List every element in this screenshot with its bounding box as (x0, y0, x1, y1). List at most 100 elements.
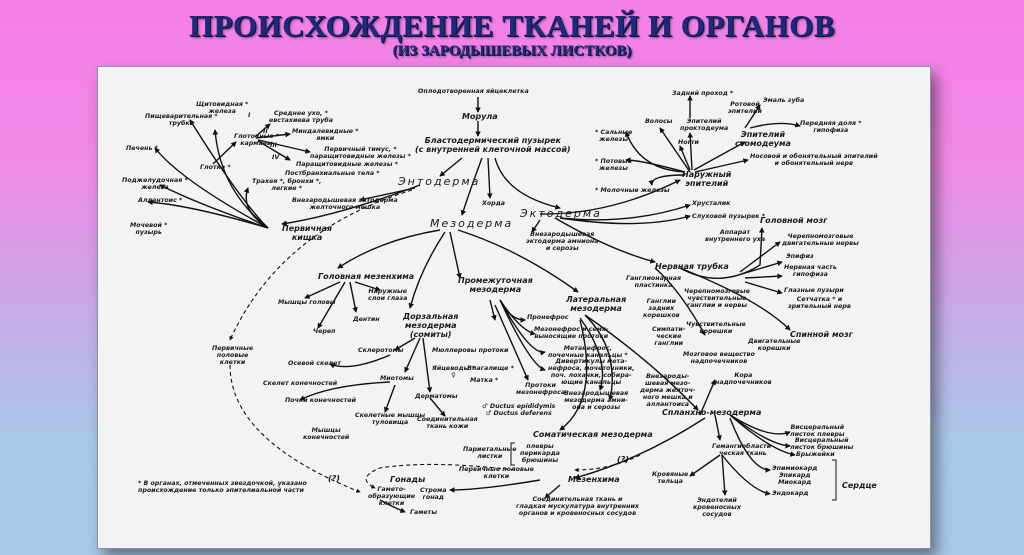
label-dermis: Соединительная ткань кожи (417, 416, 478, 430)
label-metanephros: Метанефрос, почечные канальцы * (548, 345, 628, 359)
label-limb-skeleton: Скелет конечностей (263, 380, 338, 387)
slide-subtitle: (ИЗ ЗАРОДЫШЕВЫХ ЛИСТКОВ) (392, 43, 632, 59)
label-primitive-gut: Первичная кишка (282, 224, 333, 242)
label-adrenal-medulla: Мозговое вещество надпочечников (683, 351, 755, 365)
label-motor-roots: Двигательные корешки (748, 338, 801, 352)
label-mesenchyme: Мезенхима (568, 475, 620, 484)
label-fertilized-egg: Оплодотворенная яйцеклетка (418, 88, 529, 95)
label-posterior-pituitary: Нервная часть гипофиза (784, 264, 837, 278)
label-uterus: Матка * (470, 377, 499, 384)
label-postbranchial: Постбранхиальные тела * (285, 170, 380, 177)
label-visceral-peritoneum: Висцеральный листок брюшины (790, 437, 854, 451)
label-limb-muscles: Мышцы конечностей (303, 427, 350, 441)
label-somatic-mesoderm: Соматическая мезодерма (533, 430, 653, 439)
label-amnion-mesoderm: Внезародышевая мезодерма амни- она и сер… (564, 390, 629, 411)
label-gametes: Гаметы (410, 509, 438, 516)
label-dentin: Дентин (353, 316, 380, 323)
label-sympathetic-ganglia: Симпати- ческие ганглии (652, 326, 686, 347)
label-heart: Сердце (842, 481, 877, 490)
slide-title: ПРОИСХОЖДЕНИЕ ТКАНЕЙ И ОРГАНОВ (189, 8, 835, 43)
label-adrenal-cortex: Кора надпочечников (715, 372, 772, 386)
label-sensory-roots: Чувствительные корешки (686, 321, 746, 335)
label-parietal-layers: Париетальные листки (463, 446, 517, 460)
label-olfactory: Носовой и обонятельный эпителий и обонят… (750, 153, 878, 167)
pouch-numeral-1: I (248, 112, 251, 119)
label-yolk-sac-mesoderm: Внезароды- шевая мезо- дерма желточ- ног… (640, 373, 696, 408)
label-gonad-stroma: Строма гонад (420, 487, 447, 501)
label-lens: Хрусталик (692, 200, 731, 207)
label-mesonephros: Мезонефрос и семя- выносящие протоки (534, 326, 609, 340)
label-morula: Морула (462, 112, 498, 121)
label-pancreas: Поджелудочная * железа (122, 177, 188, 191)
label-bladder: Мочевой * пузырь (130, 222, 168, 236)
label-allantois: Аллантоис * (138, 197, 183, 204)
label-parathyroid: Паращитовидные железы * (296, 161, 398, 168)
label-neural-tube: Нервная трубка (655, 262, 729, 271)
pouch-numeral-4: IV (272, 154, 280, 161)
label-hair: Волосы (645, 118, 673, 125)
label-mesoderm: Мезодерма (430, 217, 514, 230)
label-oral-epithelium: Ротовой эпителий (728, 101, 762, 115)
label-sclerotomes: Склеротомы (358, 347, 404, 354)
label-thyroid: Щитовидная * железа (196, 101, 249, 115)
label-connective-tissue: Соединительная ткань и гладкая мускулату… (516, 496, 639, 517)
label-myotomes: Миотомы (380, 375, 414, 382)
label-thymus: Первичный тимус, * паращитовидные железы… (310, 146, 411, 160)
label-digestive-tube: Пищеварительная * трубка (145, 113, 218, 127)
label-stomodeum: Эпителий стомодеума (735, 130, 791, 148)
label-oviducts: Яйцеводы * ♀ (432, 365, 475, 379)
label-tonsils: Миндалевидные * ямки (292, 128, 359, 142)
label-ductus: ♂ Ductus epididymis ♂ Ductus deferens (482, 403, 556, 417)
label-cranial-motor-nerves: Черепномозговые двигательные нервы (782, 233, 859, 247)
label-mesenteries: Брыжейки (796, 451, 835, 458)
label-question-1: (?) (617, 455, 629, 464)
label-proctodeum: Эпителий проктодеума (680, 118, 729, 132)
label-lateral-mesoderm: Латеральная мезодерма (566, 295, 627, 313)
label-epimyocardium: Эпимиокард Эпикард Миокард (772, 465, 818, 486)
label-ectoderm: Эктодерма (520, 207, 602, 220)
label-endocardium: Эндокард (772, 490, 809, 497)
label-eye-layers: Наружные слои глаза (368, 288, 408, 302)
label-cranial-sensory: Черепномозговые чувствительные ганглии и… (684, 288, 750, 309)
label-limb-buds: Почки конечностей (285, 397, 357, 404)
label-epiphysis: Эпифиз (786, 253, 814, 260)
label-head-muscles: Мышцы головы (278, 299, 336, 306)
label-endoderm: Энтодерма (398, 175, 481, 188)
label-head-mesenchyme: Головная мезенхима (318, 272, 415, 281)
label-germ-cells-2: Первичные половые клетки (459, 466, 534, 480)
label-blastocyst: Бластодермический пузырек (с внутренней … (415, 136, 571, 154)
label-trunk-muscles: Скелетные мышцы туловища (355, 412, 426, 426)
label-hemangioblastic: Гемангиобласти- ческая ткань (712, 443, 774, 457)
label-enamel: Эмаль зуба (763, 97, 805, 104)
label-somites: Дорзальная мезодерма (сомиты) (403, 312, 459, 339)
label-pronephros: Пронефрос (527, 314, 569, 321)
label-intermediate-mesoderm: Промежуточная мезодерма (458, 276, 533, 294)
label-surface-epithelium: Наружный эпителий (682, 170, 732, 188)
label-mammary: * Молочные железы (595, 187, 670, 194)
label-otic-vesicle: Слуховой пузырек * (692, 213, 765, 220)
pouch-numeral-3: III (270, 142, 278, 149)
label-sebaceous: * Сальные железы (595, 129, 633, 143)
footnote: * В органах, отмеченных звездочкой, указ… (138, 480, 307, 494)
label-dermatomes: Дерматомы (415, 393, 458, 400)
label-vagina: Влагалище * (467, 365, 514, 372)
label-inner-ear: Аппарат внутреннего уха (705, 229, 766, 243)
label-trachea-lungs: Трахея *, бронхи *, легкие * (252, 178, 322, 192)
label-splanchnic-mesoderm: Спланхно-мезодерма (662, 408, 762, 417)
label-yolk-sac-endoderm: Внезародышевая энтодерма желточного мешк… (292, 197, 398, 211)
label-mullerian-ducts: Мюллеровы протоки (432, 347, 509, 354)
label-primordial-germ-cells: Первичные половые клетки (212, 345, 254, 366)
label-ureters: Дивертикулы мета- нефроса, мочеточники, … (548, 358, 635, 386)
label-pleura-pericardium: плевры перикарда брюшины (520, 443, 560, 464)
label-anterior-pituitary: Передняя доля * гипофиза (800, 120, 862, 134)
label-gametogenic-cells: Гамето- образующие клетки (368, 486, 416, 507)
label-pharynx: Глотка * (200, 164, 231, 171)
label-neural-crest: Ганглионарная пластинка (626, 275, 682, 289)
label-retina: Сетчатка * и зрительный нерв (788, 296, 851, 310)
label-dorsal-root-ganglia: Ганглии задних корешков (643, 298, 680, 319)
label-amnion-ectoderm: Внезародышевая эктодерма амниона и сероз… (526, 231, 599, 252)
label-middle-ear: Среднее ухо, * евстахиева труба (269, 110, 333, 124)
label-sweat: * Потовые железы (595, 158, 633, 172)
label-skull: Череп (313, 328, 336, 335)
